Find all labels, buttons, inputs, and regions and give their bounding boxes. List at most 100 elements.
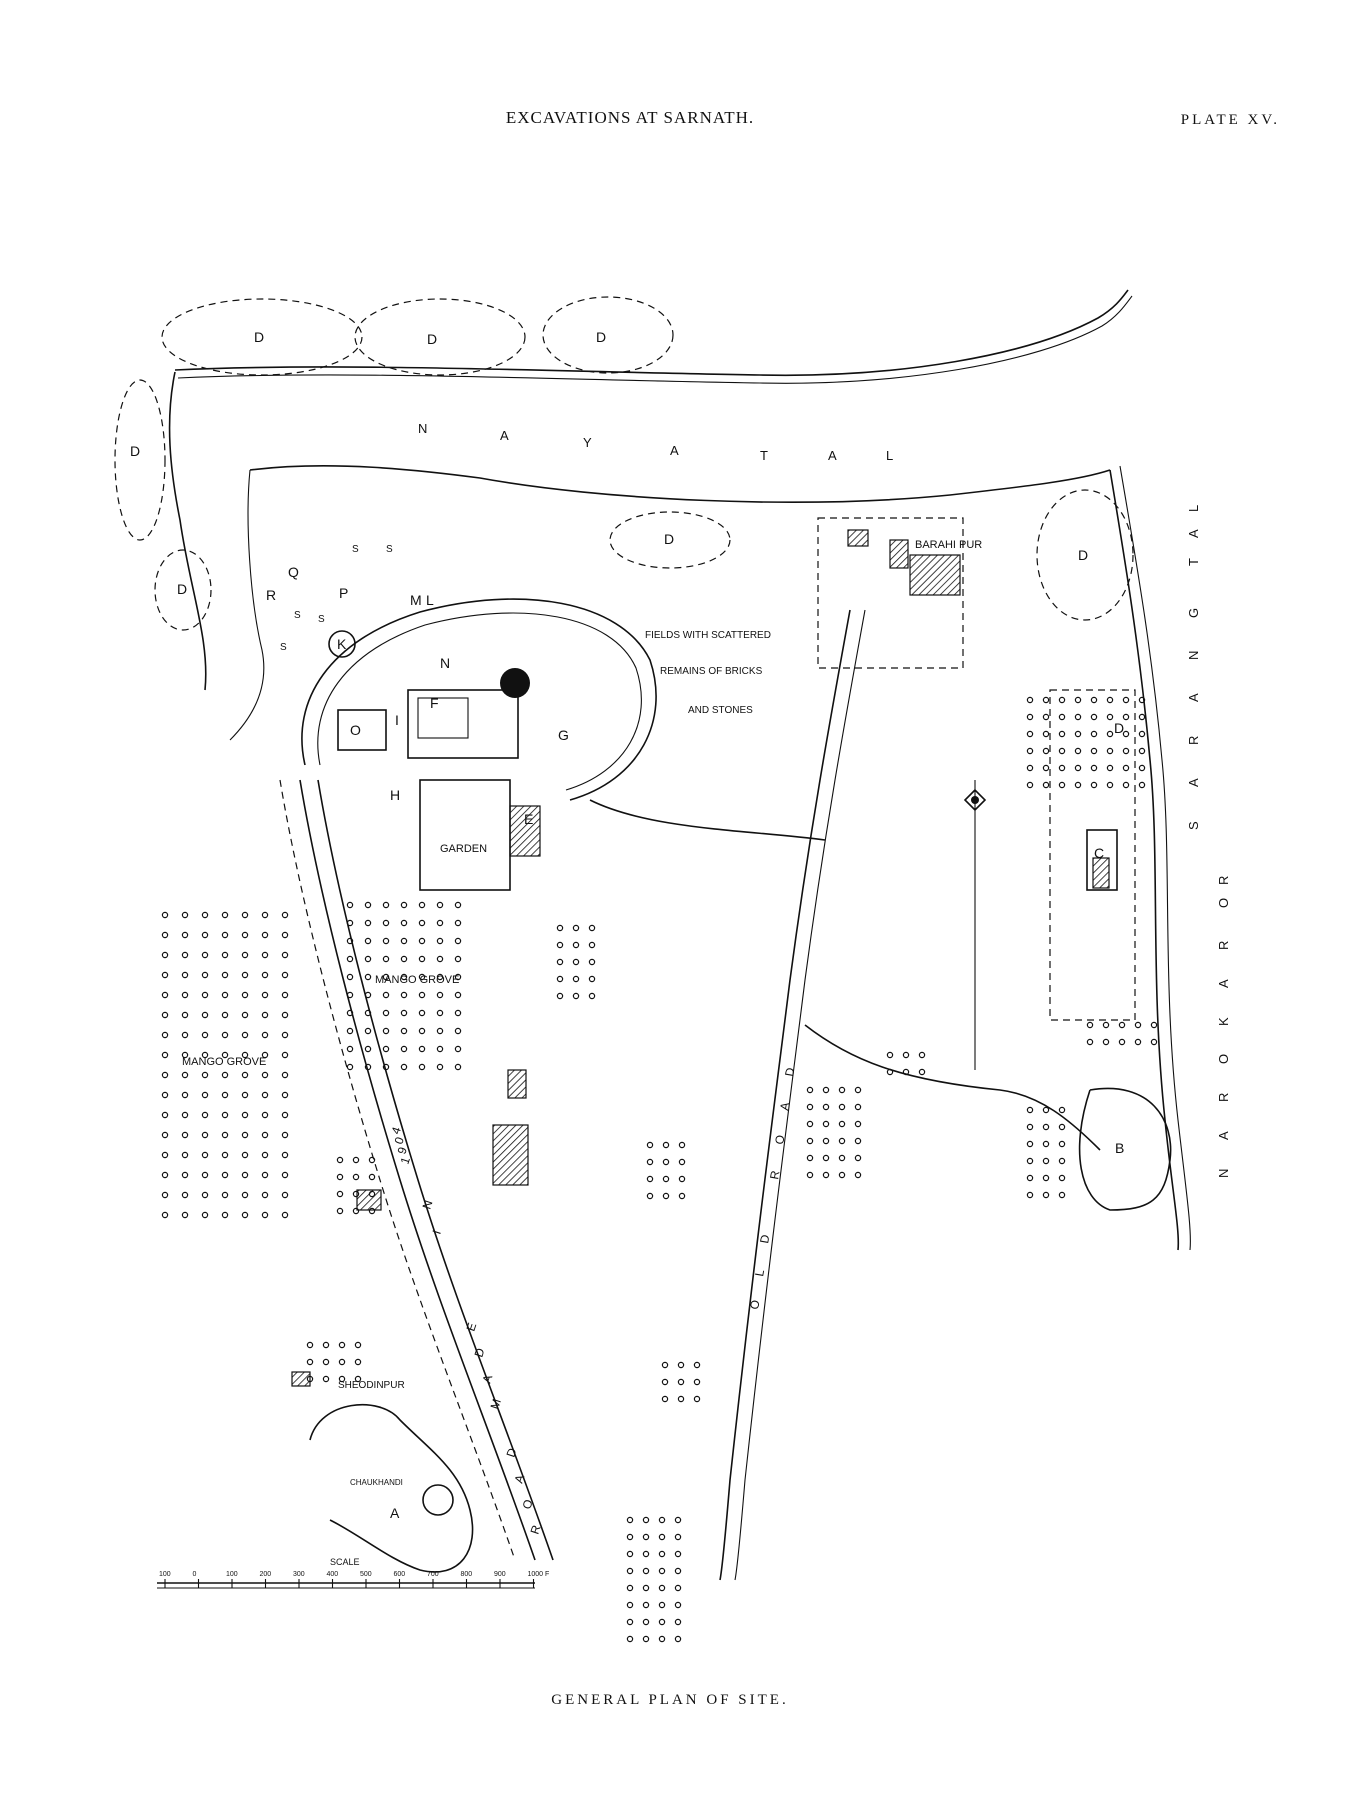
tree-symbol [1074,713,1082,721]
tree-symbol [1090,713,1098,721]
tree-symbol [221,1131,229,1139]
plate-caption: GENERAL PLAN OF SITE. [551,1692,789,1708]
old-road-label: O L D R O A D [747,1066,797,1310]
tree-symbol [322,1358,330,1366]
tree-symbol [364,955,372,963]
old-road-letter: A [777,1101,792,1111]
scale-tick-label: 1000 F [528,1571,550,1578]
tree-symbol [241,1031,249,1039]
tree-symbol [352,1207,360,1215]
tree-symbol [364,1009,372,1017]
tree-symbol [354,1358,362,1366]
sarang-tal-letter: L [1186,505,1201,512]
tree-symbol [436,1063,444,1071]
tree-symbol [854,1171,862,1179]
tree-symbol [221,1031,229,1039]
tree-symbol [1090,730,1098,738]
tree-symbol [382,901,390,909]
tree-symbol [261,971,269,979]
tree-symbol [382,1009,390,1017]
main-stupa [500,668,530,698]
site-k-circle [328,630,356,658]
sarang-tal-letter: S [1186,821,1201,830]
tree-symbol [693,1378,701,1386]
sarang-tal-letter: A [1186,529,1201,538]
tree-symbol [1106,730,1114,738]
tree-symbol [1106,747,1114,755]
tree-symbol [261,1211,269,1219]
new-road-letter: 9 [395,1145,410,1156]
tree-symbol [454,973,462,981]
sarang-tal-letter: A [1186,778,1201,787]
tree-symbol [1122,730,1130,738]
tree-symbol [806,1137,814,1145]
tree-symbol [1058,696,1066,704]
tree-symbol [886,1068,894,1076]
tree-symbol [382,1027,390,1035]
old-road-letter: D [782,1066,797,1077]
tree-symbol [1138,696,1146,704]
tree-symbol [241,971,249,979]
tree-symbol [1042,1123,1050,1131]
tree-symbol [336,1207,344,1215]
tree-symbol [201,1011,209,1019]
tree-symbol [1138,747,1146,755]
tree-symbol [281,931,289,939]
tree-symbol [400,955,408,963]
tree-symbol [626,1550,634,1558]
tree-symbol [336,1173,344,1181]
tree-symbol [1138,730,1146,738]
site-letter: C [1094,845,1104,861]
tree-symbol [658,1584,666,1592]
tree-symbol [1074,730,1082,738]
tree-symbol [822,1120,830,1128]
tree-symbol [161,971,169,979]
tree-symbol [838,1086,846,1094]
tree-symbol [241,1131,249,1139]
tree-symbol [261,1171,269,1179]
tree-symbol [626,1533,634,1541]
tank-d-outline [161,298,363,376]
tree-symbol [161,1211,169,1219]
sarang-tal-label: S A R A N G T A L [1186,505,1201,830]
sarang-tal-letter: A [1186,693,1201,702]
tree-symbol [181,1211,189,1219]
old-road-letter: O [772,1134,787,1146]
tree-symbol [346,1009,354,1017]
tree-symbol [1026,1174,1034,1182]
tree-symbol [281,1091,289,1099]
tree-symbol [556,941,564,949]
scale-tick-label: 100 [159,1571,171,1578]
tree-symbol [1042,696,1050,704]
tree-symbol [221,1091,229,1099]
tree-symbol [382,919,390,927]
tree-symbol [822,1137,830,1145]
tree-symbol [1090,696,1098,704]
mango-grove-label-centre: MANGO GROVE [375,974,459,986]
tree-symbol [306,1358,314,1366]
tree-symbol [806,1120,814,1128]
tree-symbol [382,1063,390,1071]
tree-symbol [161,931,169,939]
tree-symbol [642,1567,650,1575]
barahipur-building [909,554,961,596]
sheodinpur-building [291,1371,311,1387]
naya-tal-label-t: T [760,448,768,463]
tree-symbol [201,951,209,959]
tree-symbol [674,1635,682,1643]
site-f-inner [417,697,469,739]
tree-symbol [346,1045,354,1053]
tree-symbol [281,991,289,999]
tree-symbol [1150,1021,1158,1029]
tree-symbol [181,951,189,959]
tree-symbol [261,931,269,939]
north-arrow [963,780,987,1070]
tree-symbol [352,1173,360,1181]
tree-symbol [678,1141,686,1149]
site-letter: D [130,443,140,459]
tree-symbol [436,973,444,981]
tree-symbol [418,991,426,999]
tree-symbol [261,1091,269,1099]
tree-symbol [382,937,390,945]
tree-symbol [674,1516,682,1524]
